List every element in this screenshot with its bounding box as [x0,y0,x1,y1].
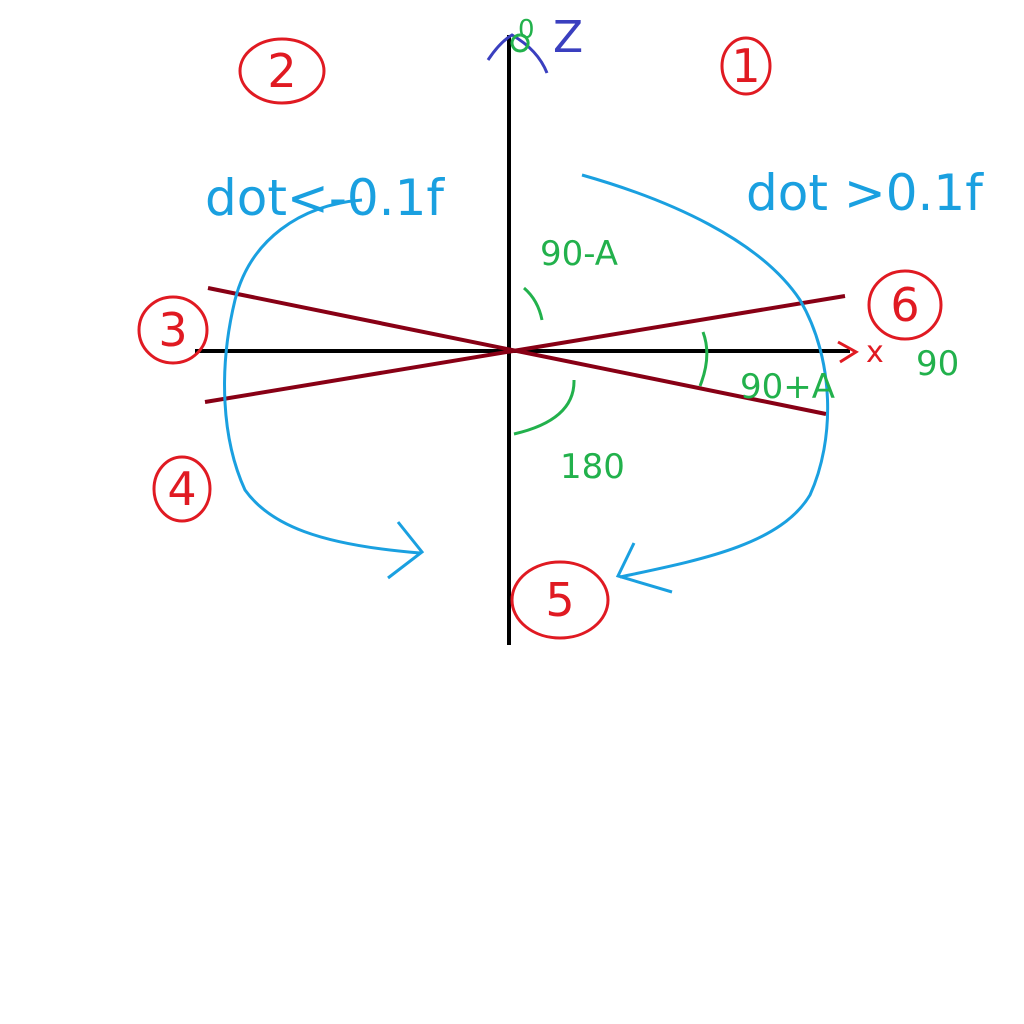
x-axis-label: x [866,335,884,370]
angle-upper-label: 90-A [540,234,618,274]
right-rotation-arc [581,173,830,579]
region-1-label: 1 [731,39,760,93]
region-6: 6 [867,269,943,341]
z-top-value: 0 [518,15,535,45]
right-arc-arrow-icon [615,542,673,594]
upper-angle-arc [523,286,544,321]
angle-lower-label: 180 [560,447,625,487]
dot-right-label: dot >0.1f [746,164,984,222]
region-5: 5 [510,560,610,640]
region-1: 1 [720,36,772,96]
x-arrow-icon [837,340,859,364]
left-arc-arrow-icon [387,521,425,580]
region-2-label: 2 [267,44,296,98]
region-6-label: 6 [890,278,919,332]
region-5-label: 5 [545,573,574,627]
left-rotation-arc [223,198,421,555]
region-4: 4 [152,455,212,523]
lower-angle-arc [513,379,576,436]
right-angle-arc [698,331,709,387]
region-4-label: 4 [167,462,196,516]
dot-left-label: dot<-0.1f [205,169,445,227]
x-axis-value: 90 [916,344,959,384]
angle-right-label: 90+A [740,367,835,407]
region-3: 3 [137,295,209,365]
z-arrow-icon [486,33,549,74]
z-axis-label: Z [553,12,583,63]
region-3-label: 3 [158,303,187,357]
slanted-line-up [204,294,846,404]
region-2: 2 [238,37,326,105]
